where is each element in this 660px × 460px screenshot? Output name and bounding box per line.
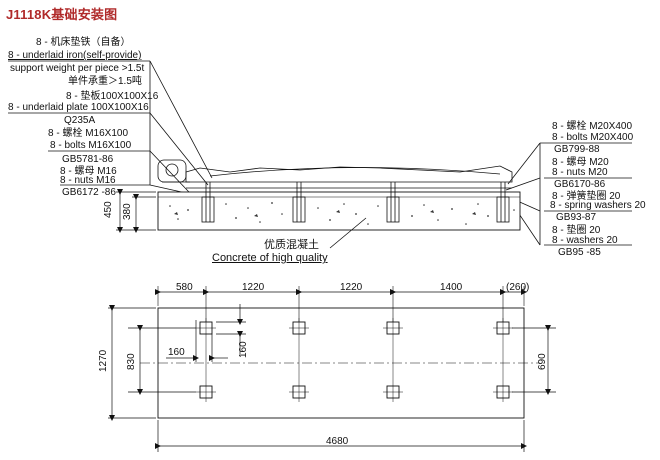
foundation-section [157, 182, 521, 249]
dim-small-160-v: 160 [238, 341, 249, 358]
note-washers-cn: 8 - 垫圈 20 [552, 225, 601, 236]
note-nuts-m16-cn: 8 - 螺母 M16 [60, 166, 117, 177]
dim-top-260: (260) [506, 282, 529, 293]
note-nuts-m20-std: GB6170-86 [554, 179, 606, 190]
dim-top-580: 580 [176, 282, 193, 293]
left-note-underlines [8, 60, 213, 211]
note-underlaid-plate-cn: 8 - 垫板100X100X16 [66, 91, 159, 102]
note-support-weight-cn: 单件承重＞1.5吨 [68, 76, 142, 87]
note-nuts-m20-en: 8 - nuts M20 [552, 167, 608, 178]
note-bolts-m20-cn: 8 - 螺栓 M20X400 [552, 121, 633, 132]
concrete-label-cn: 优质混凝土 [264, 239, 319, 251]
note-bolts-m16-cn: 8 - 螺栓 M16X100 [48, 128, 129, 139]
machine-elevation [157, 159, 513, 189]
note-bolts-m20-std: GB799-88 [554, 144, 600, 155]
dim-top-1400: 1400 [440, 282, 463, 293]
right-note-underlines [503, 142, 632, 246]
note-spring-washers-cn: 8 - 弹簧垫圈 20 [552, 191, 621, 202]
plan-view [140, 286, 540, 419]
note-material: Q235A [64, 115, 96, 126]
dim-section-380: 380 [122, 203, 133, 220]
note-nuts-m16-en: 8 - nuts M16 [60, 175, 116, 186]
note-bolts-m20-en: 8 - bolts M20X400 [552, 132, 634, 143]
concrete-label-en: Concrete of high quality [212, 252, 328, 264]
dim-small-160-h: 160 [168, 347, 185, 358]
note-underlaid-iron-en: 8 - underlaid iron(self-provide) [8, 50, 142, 61]
note-spring-washers-std: GB93-87 [556, 212, 597, 223]
dim-left-1270: 1270 [98, 349, 109, 372]
plan-left-dims [108, 305, 196, 421]
note-underlaid-plate-en: 8 - underlaid plate 100X100X16 [8, 102, 149, 113]
note-support-weight-en: support weight per piece >1.5t [10, 63, 145, 74]
dim-right-690: 690 [537, 353, 548, 370]
note-bolts-m16-en: 8 - bolts M16X100 [50, 140, 132, 151]
plan-small-dims [166, 304, 246, 362]
dim-left-830: 830 [126, 353, 137, 370]
dim-top-1220-b: 1220 [340, 282, 363, 293]
section-height-dims [116, 189, 156, 233]
note-underlaid-iron-cn: 8 - 机床垫铁（自备） [36, 37, 131, 48]
drawing-title: J1118K基础安装图 [6, 7, 118, 22]
plan-right-dims [512, 325, 556, 395]
note-nuts-m20-cn: 8 - 螺母 M20 [552, 157, 609, 168]
note-washers-en: 8 - washers 20 [552, 235, 618, 246]
dim-bottom-4680: 4680 [326, 436, 349, 447]
plan-bottom-dims [155, 420, 527, 452]
dim-top-1220-a: 1220 [242, 282, 265, 293]
note-nuts-std: GB6172 -86 [62, 187, 116, 198]
note-bolts-std: GB5781-86 [62, 154, 114, 165]
note-spring-washers-en: 8 - spring washers 20 [550, 200, 646, 211]
dim-section-450: 450 [103, 201, 114, 218]
note-washers-std: GB95 -85 [558, 247, 601, 258]
